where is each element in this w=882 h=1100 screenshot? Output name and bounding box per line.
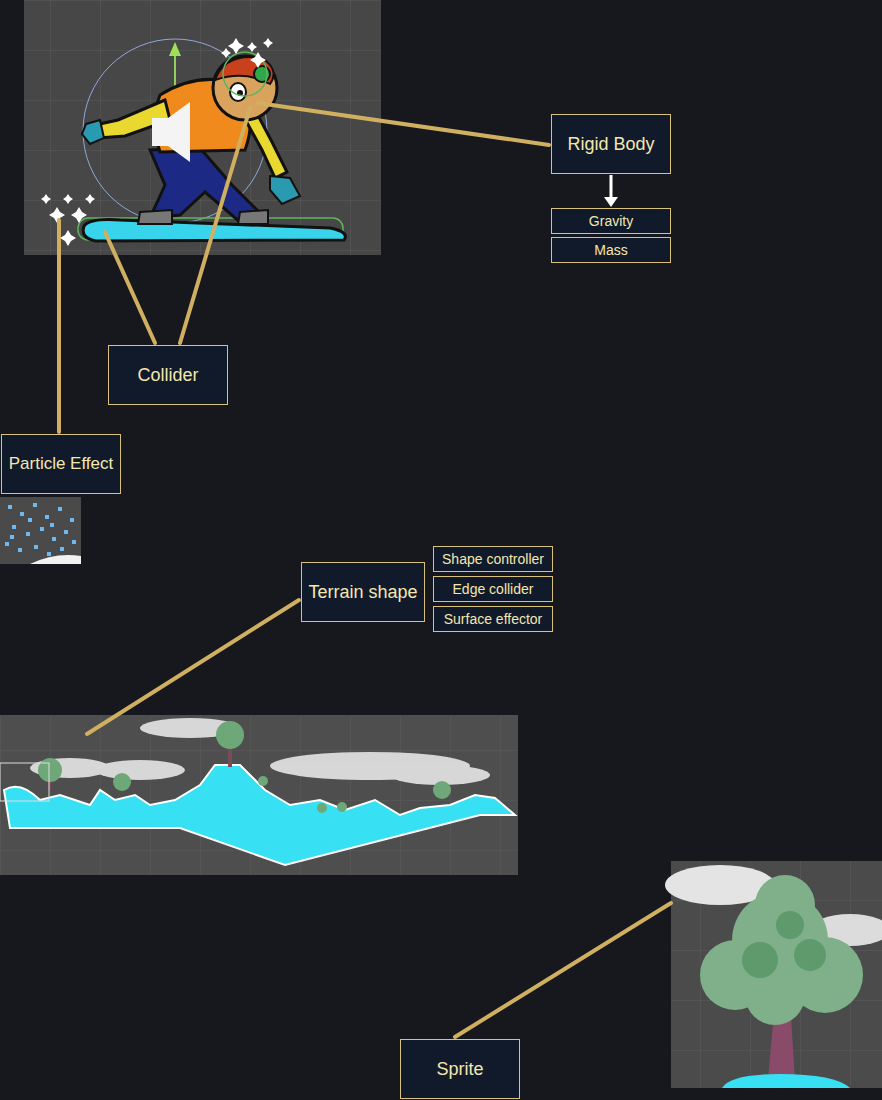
node-label: Sprite	[436, 1059, 483, 1080]
property-box: Gravity	[551, 208, 671, 234]
particle-sample	[0, 497, 81, 564]
node-label: Shape controller	[442, 551, 544, 567]
component-box: Rigid Body	[551, 114, 671, 174]
component-box: Terrain shape	[301, 562, 425, 622]
snowboarder-scene	[24, 0, 381, 255]
node-label: Edge collider	[453, 581, 534, 597]
property-box: Mass	[551, 237, 671, 263]
node-label: Collider	[137, 365, 198, 386]
node-label: Surface effector	[444, 611, 543, 627]
node-label: Particle Effect	[9, 454, 114, 474]
component-box: Collider	[108, 345, 228, 405]
connector-arrow	[604, 175, 618, 207]
arrow-head	[604, 197, 618, 207]
node-label: Gravity	[589, 213, 633, 229]
tree-sprite	[665, 861, 882, 1088]
property-box: Shape controller	[433, 546, 553, 572]
terrain-scene	[0, 715, 518, 875]
node-label: Terrain shape	[308, 582, 417, 603]
property-box: Surface effector	[433, 606, 553, 632]
property-box: Edge collider	[433, 576, 553, 602]
leader-lines	[59, 103, 671, 1037]
component-box: Particle Effect	[1, 434, 121, 494]
component-box: Sprite	[400, 1039, 520, 1099]
node-label: Rigid Body	[567, 134, 654, 155]
connector-line	[610, 175, 613, 198]
node-label: Mass	[594, 242, 627, 258]
